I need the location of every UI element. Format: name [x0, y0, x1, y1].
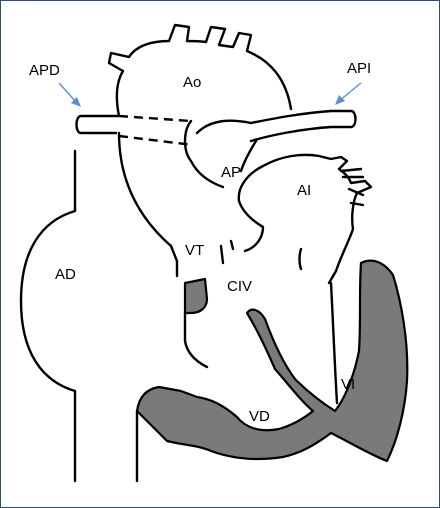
label-civ: CIV — [227, 278, 252, 295]
rpa-dashed-lower — [118, 134, 194, 147]
label-vd: VD — [249, 408, 270, 425]
label-apd: APD — [29, 62, 60, 79]
pulmonary-trunk-right — [239, 139, 258, 173]
label-ai: AI — [297, 182, 311, 199]
label-ap: AP — [221, 164, 241, 181]
aorta-outline — [107, 23, 293, 118]
left-atrium-lower — [237, 199, 265, 253]
label-ad: AD — [55, 266, 76, 283]
ventricular-septum-left — [175, 259, 209, 369]
pulmonary-vein-lower — [347, 187, 365, 207]
right-pulmonary-artery-tube — [75, 114, 120, 135]
conal-septum-muscle — [183, 277, 209, 315]
right-atrium-outline — [19, 149, 77, 483]
label-api: API — [347, 60, 371, 77]
rpa-dashed-upper — [118, 114, 192, 123]
left-atrium-outline — [237, 153, 373, 285]
septum-vertical — [219, 239, 235, 265]
api-arrow — [335, 82, 362, 105]
left-ventricle-outer — [329, 281, 339, 405]
pulmonary-trunk-outline — [183, 119, 225, 189]
left-atrium-inner — [298, 247, 303, 271]
ascending-aorta-left — [117, 131, 179, 263]
pulmonary-vein-upper — [339, 167, 365, 179]
right-ventricle-wall — [135, 259, 409, 463]
apd-arrow — [58, 82, 81, 107]
label-vt: VT — [185, 242, 204, 259]
label-ao: Ao — [183, 74, 201, 91]
left-pulmonary-artery-tube — [195, 109, 357, 143]
label-vi: VI — [341, 376, 355, 393]
